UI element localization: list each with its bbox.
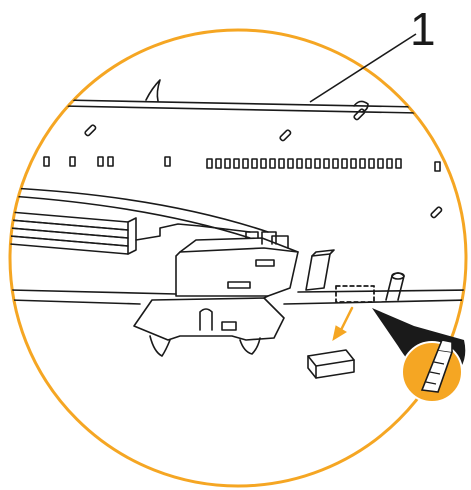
- removed-block: [307, 349, 355, 379]
- target-slot-outline: [335, 285, 375, 303]
- screw-marks: [84, 108, 443, 219]
- panel-top-edge: [61, 79, 466, 115]
- slot-row: [43, 156, 441, 172]
- utility-knife-icon: [420, 339, 454, 393]
- cutter-badge: [401, 339, 463, 403]
- latch-clip: [133, 295, 285, 357]
- callout-leader: [309, 33, 417, 103]
- panel-lower-edge: [10, 289, 466, 305]
- left-ribbon: [10, 187, 269, 239]
- detail-circle: [8, 28, 468, 488]
- callout-number: 1: [410, 3, 436, 55]
- side-tab: [305, 249, 335, 291]
- hinge-pin: [385, 272, 405, 301]
- connector-housing: [175, 231, 299, 297]
- arrow-down-left-icon: [332, 306, 354, 342]
- ribbon-stack: [10, 211, 251, 255]
